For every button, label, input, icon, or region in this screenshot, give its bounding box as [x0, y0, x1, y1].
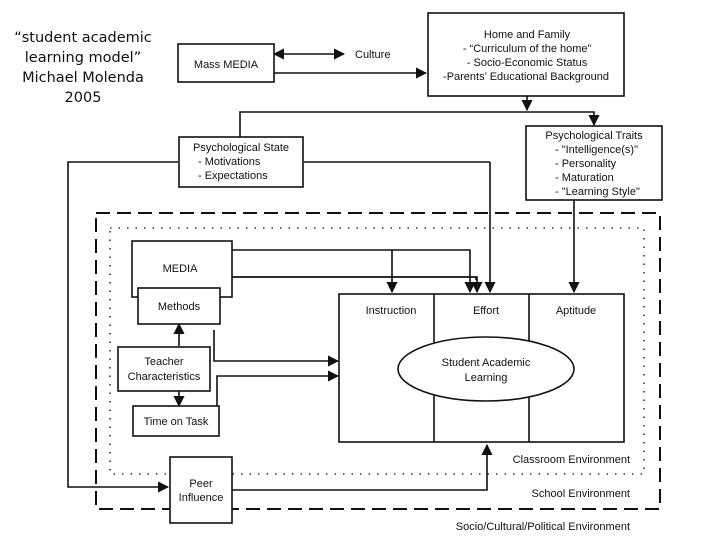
school-environment-label: School Environment — [532, 488, 630, 500]
home-family-item: - Socio-Economic Status — [467, 57, 588, 69]
aptitude-label: Aptitude — [556, 305, 596, 317]
psych-traits-item: - Personality — [555, 158, 617, 170]
state-traits-link — [239, 111, 600, 137]
psych-traits-item: - "Intelligence(s)" — [555, 144, 638, 156]
psychological-traits-node: Psychological Traits - "Intelligence(s)"… — [525, 125, 663, 201]
sal-label: Student Academic — [442, 357, 531, 369]
teacher-characteristics-node: Teacher Characteristics — [117, 346, 211, 392]
time-to-sal-arrow — [216, 370, 340, 406]
methods-to-sal-arrow — [213, 330, 340, 367]
title-line: learning model” — [24, 50, 142, 66]
teacher-label: Teacher — [144, 356, 183, 368]
title-line: “student academic — [14, 30, 152, 46]
media-lower-arrow — [232, 276, 483, 294]
home-family-item: - “Curriculum of the home” — [463, 43, 592, 55]
home-family-title: Home and Family — [484, 29, 571, 41]
media-label: MEDIA — [163, 263, 199, 275]
psych-state-item: - Expectations — [198, 170, 268, 182]
student-learning-block: Instruction Effort Aptitude Student Acad… — [338, 293, 625, 443]
psych-traits-item: - "Learning Style" — [555, 186, 640, 198]
state-to-peer-arrow — [67, 161, 178, 493]
time-on-task-node: Time on Task — [132, 405, 220, 437]
home-family-node: Home and Family - “Curriculum of the hom… — [427, 12, 625, 97]
psych-state-item: - Motivations — [198, 156, 261, 168]
instruction-label: Instruction — [366, 305, 417, 317]
psych-state-title: Psychological State — [193, 142, 289, 154]
effort-label: Effort — [473, 305, 499, 317]
peer-influence-node: Peer Influence — [169, 456, 233, 524]
time-on-task-label: Time on Task — [144, 416, 209, 428]
methods-label: Methods — [158, 301, 201, 313]
psych-traits-title: Psychological Traits — [545, 130, 643, 142]
diagram-title: “student academic learning model” Michae… — [8, 28, 158, 108]
peer-label: Peer — [189, 478, 213, 490]
peer-label: Influence — [179, 492, 224, 504]
teacher-label: Characteristics — [128, 371, 201, 383]
sal-label: Learning — [465, 372, 508, 384]
title-line: 2005 — [64, 90, 102, 106]
school-environment-boundary — [95, 212, 661, 510]
psychological-state-node: Psychological State - Motivations - Expe… — [178, 136, 304, 188]
methods-node: Methods — [137, 287, 221, 325]
classroom-environment-boundary — [109, 227, 645, 475]
socio-environment-label: Socio/Cultural/Political Environment — [456, 521, 630, 533]
classroom-environment-label: Classroom Environment — [513, 454, 630, 466]
culture-label: Culture — [355, 49, 390, 61]
mass-media-label: Mass MEDIA — [194, 59, 259, 71]
student-academic-learning-ellipse — [397, 336, 575, 402]
home-family-item: -Parents’ Educational Background — [443, 71, 609, 83]
psych-traits-item: - Maturation — [555, 172, 614, 184]
mass-media-node: Mass MEDIA — [177, 43, 275, 83]
peer-to-sal-arrow — [230, 443, 493, 491]
media-to-effort-arrow — [232, 249, 476, 294]
title-line: Michael Molenda — [22, 70, 144, 86]
